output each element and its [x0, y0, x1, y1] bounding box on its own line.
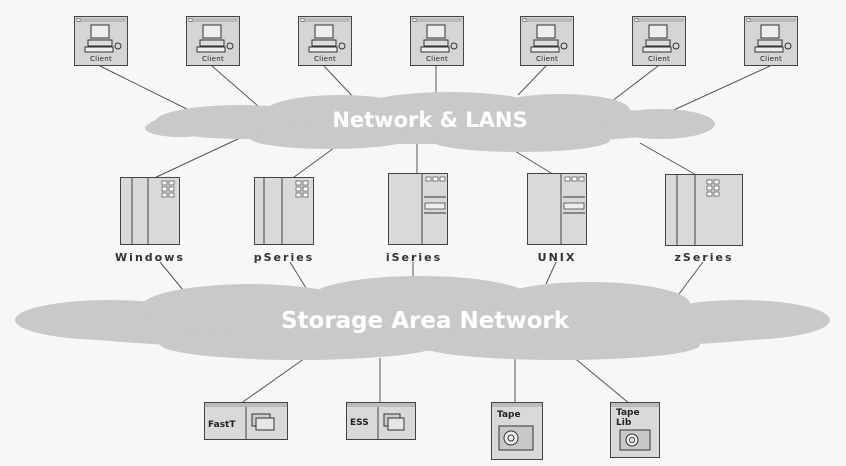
- server-icon: [527, 173, 587, 245]
- server-label: Windows: [115, 251, 185, 264]
- connector-line: [509, 147, 557, 177]
- server-node-pseries: [254, 177, 314, 245]
- client-label: Client: [647, 55, 671, 63]
- client-computer-icon: [632, 16, 686, 66]
- server-node-zseries: [665, 174, 743, 246]
- server-icon: [254, 177, 314, 245]
- client-node: Client: [410, 16, 464, 66]
- client-computer-icon: [298, 16, 352, 66]
- client-node: Client: [744, 16, 798, 66]
- storage-label: Tape: [497, 410, 521, 420]
- disk-array-icon: [204, 402, 288, 440]
- connector-line: [545, 261, 557, 285]
- client-node: Client: [74, 16, 128, 66]
- storage-label: FastT: [208, 420, 236, 430]
- server-icon: [120, 177, 180, 245]
- client-computer-icon: [410, 16, 464, 66]
- client-computer-icon: [520, 16, 574, 66]
- client-label: Client: [425, 55, 449, 63]
- client-computer-icon: [186, 16, 240, 66]
- client-label: Client: [201, 55, 225, 63]
- san-cloud-label: Storage Area Network: [280, 308, 570, 334]
- server-label: iSeries: [385, 251, 443, 264]
- connector-line: [571, 355, 631, 405]
- client-node: Client: [520, 16, 574, 66]
- connector-line: [664, 65, 771, 115]
- server-icon: [388, 173, 448, 245]
- tape-drive-icon: [491, 402, 543, 460]
- storage-label: Tape Lib: [616, 408, 640, 428]
- server-label: UNIX: [537, 251, 577, 264]
- client-label: Client: [89, 55, 113, 63]
- connector-line: [323, 65, 357, 101]
- storage-node-tape: Tape: [491, 402, 543, 460]
- server-label: pSeries: [253, 251, 315, 264]
- connector-line: [675, 261, 704, 299]
- client-node: Client: [632, 16, 686, 66]
- server-icon: [665, 174, 743, 246]
- server-label: zSeries: [674, 251, 734, 264]
- client-node: Client: [298, 16, 352, 66]
- storage-node-ess: ESS: [346, 402, 416, 440]
- client-computer-icon: [744, 16, 798, 66]
- storage-node-fastt: FastT: [204, 402, 288, 440]
- network-cloud-label: Network & LANS: [332, 108, 528, 132]
- connector-line: [211, 65, 259, 107]
- client-computer-icon: [74, 16, 128, 66]
- server-node-iseries: [388, 173, 448, 245]
- connector-line: [239, 355, 309, 405]
- server-node-windows: [120, 177, 180, 245]
- client-label: Client: [535, 55, 559, 63]
- connector-line: [149, 137, 241, 181]
- connector-line: [517, 65, 547, 96]
- client-label: Client: [759, 55, 783, 63]
- storage-node-tape-library: Tape Lib: [610, 402, 660, 458]
- connector-line: [639, 142, 699, 177]
- tape-library-icon: [610, 402, 660, 458]
- storage-label: ESS: [350, 418, 369, 428]
- connector-line: [289, 261, 307, 289]
- disk-array-icon: [346, 402, 416, 440]
- client-label: Client: [313, 55, 337, 63]
- server-node-unix: [527, 173, 587, 245]
- client-node: Client: [186, 16, 240, 66]
